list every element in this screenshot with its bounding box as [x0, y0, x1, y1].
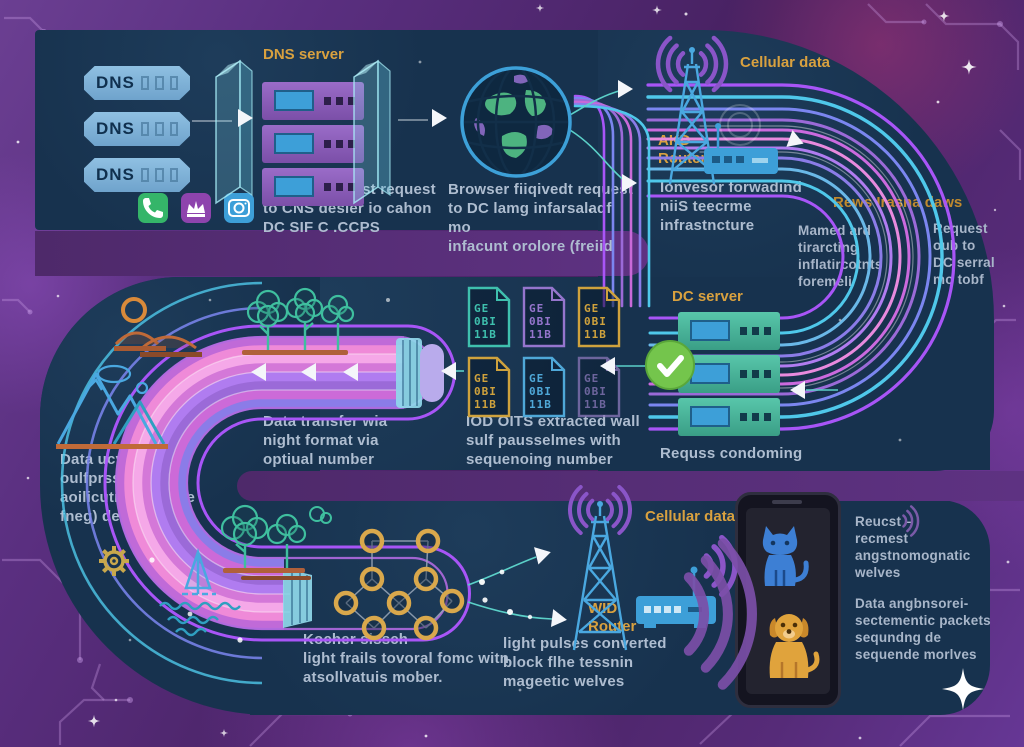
- doc-text: 11B: [529, 328, 552, 341]
- globe-icon: [460, 66, 572, 178]
- network-nodes-icon: [333, 528, 465, 641]
- flow-arrow-left: [251, 363, 266, 381]
- dns-server-label: DNS server: [263, 46, 344, 63]
- doc-text: 11B: [474, 328, 497, 341]
- cellular-data-label-bottom: Cellular data: [645, 508, 736, 525]
- doc-text: GE: [474, 372, 489, 385]
- cellular-data-label-top: Cellular data: [740, 54, 831, 71]
- flow-arrow-right: [432, 109, 447, 127]
- doc-text: 11B: [474, 398, 497, 411]
- document-icon: GE 0BI 11B: [522, 286, 566, 348]
- gear-icon: [99, 546, 129, 576]
- dns-pill: DNS: [84, 112, 190, 146]
- check-icon: [645, 340, 695, 390]
- gap-top: [35, 231, 649, 276]
- doc-text: 11B: [584, 398, 607, 411]
- doc-text: GE: [529, 372, 544, 385]
- caption-browser-dc: Browser fiiqivedt request to DC lamg inf…: [448, 181, 634, 256]
- caption-light-pulses: light pulses converted block flhe tessni…: [503, 635, 667, 691]
- doc-text: GE: [584, 302, 599, 315]
- cat-icon: [762, 526, 809, 586]
- flow-arrow-left: [301, 363, 316, 381]
- doc-text: 0BI: [584, 315, 607, 328]
- doc-text: GE: [474, 302, 489, 315]
- trees-icon: [220, 504, 332, 580]
- document-icon: GE 0BI 11B: [522, 356, 566, 418]
- doc-text: GE: [584, 372, 599, 385]
- flow-arrow-right: [238, 109, 253, 127]
- flow-arrow-left: [600, 357, 615, 375]
- rews-header: Rews Irasna daws: [833, 194, 963, 211]
- caption-data-packets: Data angbnsorei- sectementic packets seq…: [855, 596, 991, 663]
- dns-pill: DNS: [84, 158, 190, 192]
- glass-prism: [353, 59, 391, 205]
- doc-text: 0BI: [529, 315, 552, 328]
- doc-text: 0BI: [474, 315, 497, 328]
- dns-server-rack: [262, 82, 364, 250]
- caption-fiber-left: Data ucver wush oulfprsserif irid aoilic…: [60, 451, 196, 526]
- phone-speaker: [772, 500, 802, 504]
- dns-pill: DNS: [84, 66, 190, 100]
- doc-text: GE: [529, 302, 544, 315]
- glass-prism: [215, 59, 253, 205]
- flow-arrow-left: [441, 362, 456, 380]
- dc-server-label: DC server: [672, 288, 743, 305]
- trees-icon: [242, 287, 355, 355]
- crown-app-icon: [181, 193, 211, 223]
- dns-pill-label: DNS: [96, 165, 135, 184]
- router-icon: [704, 123, 778, 174]
- caption-request-condoning: Requss condoming: [660, 445, 803, 462]
- flow-arrow-right: [550, 609, 569, 629]
- camera-app-icon: [224, 193, 254, 223]
- doc-text: 0BI: [529, 385, 552, 398]
- flow-arrow-left: [343, 363, 358, 381]
- document-icon: GE 0BI 11B: [467, 356, 511, 418]
- caption-extracted: IOD OITS extracted wall sulf pausselmes …: [466, 413, 640, 469]
- sun-hills-icon: [114, 297, 202, 357]
- doc-text: 11B: [529, 398, 552, 411]
- flow-arrow-right: [618, 80, 633, 98]
- doc-text: 11B: [584, 328, 607, 341]
- caption-named-tracking: Mamed ard tirarcting inflatircotnts fore…: [798, 223, 883, 290]
- mountains-icon: [56, 364, 168, 449]
- wid-router-label: WID Router: [588, 600, 637, 635]
- document-icon: GE 0BI 11B: [577, 356, 621, 418]
- dog-icon: [769, 614, 820, 678]
- router-icon: [636, 566, 716, 628]
- flow-arrow-right: [622, 174, 637, 192]
- phone-app-icon: [138, 193, 168, 223]
- caption-request-out: Request oub to DC serral mo tobf: [933, 221, 995, 288]
- dc-server-rack: [678, 312, 780, 480]
- cell-tower-icon: [572, 501, 628, 651]
- document-icon: GE 0BI 11B: [467, 286, 511, 348]
- document-icon: GE 0BI 11B: [577, 286, 621, 348]
- caption-reucst: Reucst – recmest angstnomognatic welves: [855, 514, 971, 581]
- doc-text: 0BI: [584, 385, 607, 398]
- dns-pill-label: DNS: [96, 73, 135, 92]
- dns-pill-label: DNS: [96, 119, 135, 138]
- caption-data-transfer: Data transfer wia night format via optiu…: [263, 413, 388, 469]
- doc-text: 0BI: [474, 385, 497, 398]
- flow-arrow-left: [790, 381, 805, 399]
